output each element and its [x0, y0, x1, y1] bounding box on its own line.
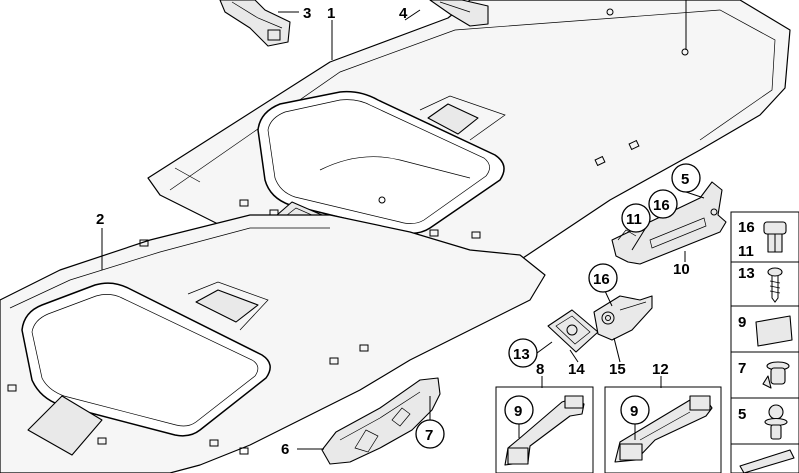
callout-4: 4 [399, 5, 408, 22]
callout-16-a: 16 [653, 197, 670, 214]
legend-panel: 16 11 13 9 7 5 [730, 211, 799, 473]
bracket-4 [429, 0, 489, 27]
grab-handle-12 [604, 386, 722, 473]
callout-7: 7 [425, 427, 433, 444]
legend-label-5: 5 [738, 406, 746, 423]
legend-label-13: 13 [738, 265, 755, 282]
callout-11: 11 [626, 211, 642, 228]
callout-9-b: 9 [630, 403, 638, 420]
bracket-6 [321, 377, 441, 465]
callout-1: 1 [327, 5, 335, 22]
push-clip-icon [764, 404, 788, 440]
legend-label-7: 7 [738, 360, 746, 377]
clip-icon [763, 221, 787, 253]
headliner-2 [0, 214, 546, 473]
callout-16-b: 16 [593, 271, 610, 288]
callout-9-a: 9 [514, 403, 522, 420]
callout-15: 15 [609, 361, 626, 378]
rivet-icon [762, 361, 790, 389]
callout-14: 14 [568, 361, 585, 378]
legend-label-9: 9 [738, 314, 746, 331]
bracket-3 [219, 0, 291, 47]
callout-8: 8 [536, 361, 544, 378]
callout-5: 5 [681, 171, 689, 188]
foam-strip-icon [739, 449, 795, 473]
callout-12: 12 [652, 361, 669, 378]
callout-6: 6 [281, 441, 289, 458]
callout-2: 2 [96, 211, 104, 228]
screw-icon [767, 267, 783, 303]
leader-lines [101, 0, 705, 450]
callout-13: 13 [513, 346, 530, 363]
callout-circles [415, 163, 701, 449]
bracket-15 [593, 295, 653, 341]
callout-10: 10 [673, 261, 690, 278]
legend-label-11: 11 [738, 243, 754, 260]
pad-icon [755, 315, 793, 347]
legend-label-16: 16 [738, 219, 755, 236]
callout-3: 3 [303, 5, 311, 22]
bracket-10 [611, 181, 727, 265]
clip-14 [547, 309, 599, 353]
